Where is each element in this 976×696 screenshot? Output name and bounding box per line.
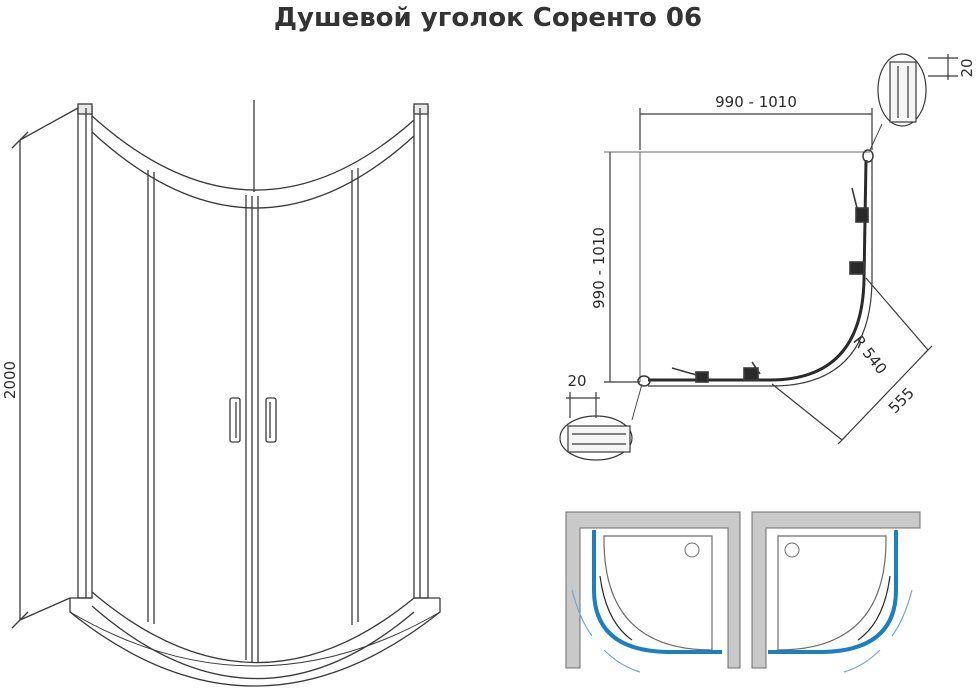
drain-icon-left xyxy=(684,542,700,558)
door-path-right xyxy=(768,530,898,654)
radius-line xyxy=(771,383,843,441)
arrow-right-2 xyxy=(843,649,881,673)
diagonal-ext xyxy=(865,277,929,351)
left-post xyxy=(77,107,93,599)
door-path-left xyxy=(592,530,722,654)
top-rail-outer xyxy=(91,115,415,191)
profile-section-bottom xyxy=(567,425,631,453)
top-rail-inner xyxy=(91,131,415,209)
bottom-rail-inner xyxy=(91,605,415,680)
wall-corner-right xyxy=(751,511,921,669)
tray-outline-right xyxy=(777,535,887,651)
right-post-cap xyxy=(413,103,429,115)
profile-section-top xyxy=(889,61,917,123)
tray-front-edge xyxy=(69,611,441,667)
profile-detail-top xyxy=(877,53,927,127)
opening-scheme-left xyxy=(565,511,741,673)
drain-icon-right xyxy=(784,542,800,558)
left-post-cap xyxy=(77,103,93,115)
radius-label: R 540 xyxy=(849,332,890,378)
plan-handles xyxy=(671,187,869,383)
page-title: Душевой уголок Соренто 06 xyxy=(273,3,703,33)
profile-detail-bottom xyxy=(559,415,633,461)
height-extension-top xyxy=(19,107,79,141)
opening-scheme-right xyxy=(751,511,921,673)
door-handle-right xyxy=(265,397,277,443)
right-post xyxy=(413,107,429,599)
plan-glass-inner xyxy=(648,160,873,387)
plan-view xyxy=(559,53,958,461)
arrow-left-2 xyxy=(603,649,641,673)
profile-end-top xyxy=(862,149,874,163)
diagonal-dimension-line xyxy=(841,349,929,441)
door-handle-left xyxy=(229,397,241,443)
height-label: 2000 xyxy=(1,361,19,399)
enclosure-3d-view xyxy=(11,100,441,687)
width-label: 990 - 1010 xyxy=(715,93,797,111)
bottom-rail-outer xyxy=(91,591,415,664)
height-extension-bottom xyxy=(19,597,71,621)
tray-base xyxy=(69,598,441,687)
tray-outline-left xyxy=(603,535,713,651)
profile-end-bottom xyxy=(637,375,651,387)
diagonal-label: 555 xyxy=(885,384,918,417)
arrow-right-1 xyxy=(891,589,913,637)
profile-bottom-label: 20 xyxy=(567,372,586,390)
profile-top-label: 20 xyxy=(958,58,976,77)
depth-label: 990 - 1010 xyxy=(590,227,608,309)
plan-glass-outer xyxy=(648,159,868,382)
wall-corner-left xyxy=(565,511,741,669)
arrow-left-1 xyxy=(571,589,593,637)
